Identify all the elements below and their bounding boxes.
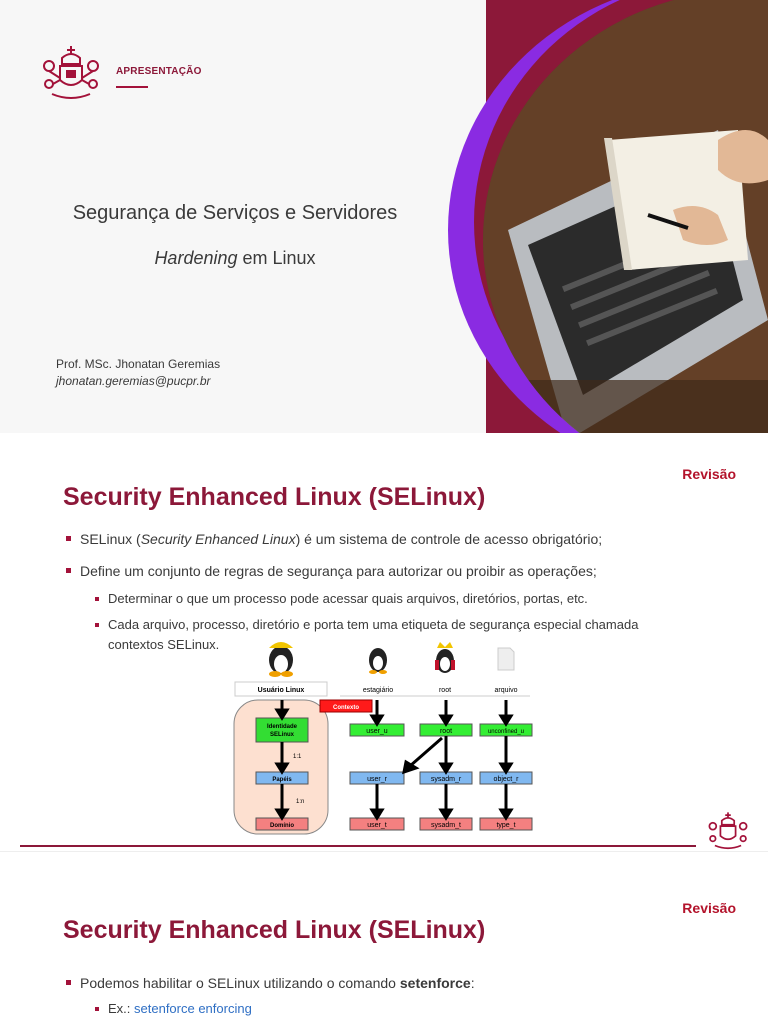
sub-bullet-process-access: Determinar o que um processo pode acessa…: [95, 589, 588, 609]
diagram-object-r: object_r: [494, 776, 520, 783]
selinux-slide-2: Revisão Security Enhanced Linux (SELinux…: [0, 851, 768, 1025]
title-slide: APRESENTAÇÃO Segurança de Serviços e Ser…: [0, 0, 768, 433]
diagram-root-u: root: [440, 728, 452, 735]
bullet-rules: Define um conjunto de regras de seguranç…: [66, 563, 597, 579]
diagram-dominio: Domínio: [270, 823, 294, 829]
diagram-ratio-11: 1:1: [293, 754, 302, 760]
sub-bullet-security-context: Cada arquivo, processo, diretório e port…: [95, 615, 708, 655]
diagram-label-usuario: Usuário Linux: [258, 687, 305, 694]
revision-tag: Revisão: [682, 900, 736, 916]
footer-divider: [20, 845, 696, 847]
slide-heading: Security Enhanced Linux (SELinux): [63, 483, 486, 511]
tux-root-king-icon: [435, 642, 455, 673]
laptop-photo-illustration: [448, 0, 768, 433]
revision-tag: Revisão: [682, 466, 736, 482]
diagram-sysadm-r: sysadm_r: [431, 776, 462, 783]
diagram-col-root: root: [439, 687, 451, 694]
example-command: setenforce enforcing: [134, 1001, 252, 1016]
sub-bullet-example: Ex.: setenforce enforcing: [95, 999, 252, 1019]
diagram-col-arquivo: arquivo: [495, 687, 518, 694]
bullet-setenforce: Podemos habilitar o SELinux utilizando o…: [66, 975, 475, 991]
diagram-contexto-tag: Contexto: [333, 705, 359, 711]
presentation-subtitle: Hardening em Linux: [0, 248, 470, 269]
diagram-identidade-line2: SELinux: [270, 732, 295, 738]
diagram-user-t: user_t: [367, 822, 387, 829]
diagram-user-u: user_u: [366, 728, 388, 735]
bullet-selinux-definition: SELinux (Security Enhanced Linux) é um s…: [65, 531, 603, 547]
tux-intern-icon: [369, 648, 387, 674]
section-label: APRESENTAÇÃO: [116, 66, 202, 77]
selinux-context-diagram: Usuário Linux estagiário root arquivo Co…: [233, 642, 533, 835]
diagram-sysadm-t: sysadm_t: [431, 822, 461, 829]
diagram-user-r: user_r: [367, 776, 388, 783]
diagram-unconfined-u: unconfined_u: [488, 729, 524, 735]
diagram-ratio-1n: 1:n: [296, 799, 304, 805]
diagram-col-estagiario: estagiário: [363, 687, 393, 694]
university-crest-logo: [43, 46, 99, 99]
presentation-title: Segurança de Serviços e Servidores: [72, 202, 398, 224]
selinux-slide-1: Revisão Security Enhanced Linux (SELinux…: [0, 433, 768, 851]
slide-heading: Security Enhanced Linux (SELinux): [63, 916, 486, 944]
subtitle-italic: Hardening: [154, 248, 238, 268]
diagram-identidade-line1: Identidade: [267, 724, 298, 730]
file-icon: [497, 647, 515, 671]
subtitle-rest: em Linux: [237, 248, 316, 268]
tux-worker-icon: [269, 642, 293, 677]
professor-email: jhonatan.geremias@pucpr.br: [56, 374, 211, 388]
label-underline: [116, 86, 148, 88]
professor-name: Prof. MSc. Jhonatan Geremias: [56, 357, 221, 371]
diagram-type-t: type_t: [496, 822, 515, 829]
footer-crest-logo: [708, 812, 748, 850]
diagram-papeis: Papéis: [272, 777, 292, 783]
